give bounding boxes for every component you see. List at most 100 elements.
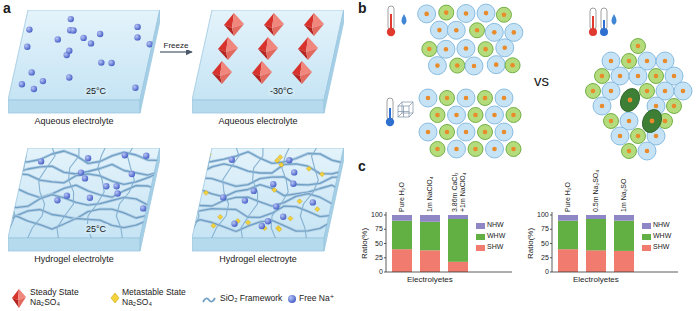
bar-segment [558, 221, 578, 250]
legend-swatch [642, 223, 651, 229]
bar-segment [392, 215, 412, 221]
legend-swatch [642, 245, 651, 251]
tick [550, 257, 552, 258]
electrolyte-slab: Aqueous electrolyte25°C [8, 10, 160, 129]
tick-label: 0 [379, 268, 383, 276]
water-molecule [477, 4, 495, 22]
bar-segment [586, 215, 606, 219]
water-molecule [468, 142, 483, 157]
slab-side [324, 11, 344, 114]
slab-content [192, 148, 344, 240]
slab-front [8, 238, 140, 251]
tick [550, 243, 552, 244]
water-molecule [487, 56, 505, 74]
legend-text: SiO₂ Framework [220, 294, 282, 304]
tick-label: 75 [375, 225, 383, 233]
category-label: 1m Na₂SO [620, 179, 628, 212]
water-molecule [496, 7, 511, 22]
slab-shape [8, 10, 160, 114]
water-molecule [674, 82, 692, 100]
bar-segment [448, 219, 468, 262]
bar-segment [586, 219, 606, 250]
category-label: 0.5m Na₂SO₄ [592, 170, 600, 212]
water-molecule [611, 127, 629, 145]
tick [384, 243, 386, 244]
y-axis [552, 212, 553, 272]
water-molecule [505, 58, 520, 73]
legend-text: Steady State Na₂SO₄ [30, 288, 92, 308]
water-molecule [457, 123, 475, 141]
thermometer-icons [386, 6, 617, 126]
slab-shape [8, 148, 160, 252]
slab-front [192, 238, 324, 251]
bar-segment [448, 215, 468, 219]
legend-swatch [476, 245, 485, 251]
water-molecule [622, 144, 637, 159]
water-molecule [468, 108, 483, 123]
electrolyte-slab: Hydrogel electroyte [192, 148, 344, 267]
bar-segment [420, 250, 440, 272]
water-molecule [505, 23, 523, 41]
bar-segment [614, 221, 634, 251]
water-molecule [419, 89, 437, 107]
bar-segment [586, 250, 606, 272]
tick-label: 25 [541, 254, 549, 262]
panel-label: vs [534, 72, 549, 89]
water-molecule [450, 58, 465, 73]
tick-label: 25 [375, 254, 383, 262]
tick [384, 229, 386, 230]
slab-content [19, 16, 153, 92]
water-molecule [447, 21, 465, 39]
temperature-label: -30°C [268, 86, 295, 96]
panel-label: a [3, 0, 11, 16]
tick [550, 229, 552, 230]
water-molecule [640, 84, 655, 99]
water-molecule [486, 140, 504, 158]
water-molecule [485, 23, 503, 41]
slab-top [192, 10, 344, 100]
slab-caption: Aqueous electrolyte [8, 116, 140, 126]
slab-top [8, 10, 160, 100]
slab-front [192, 100, 324, 113]
tick [384, 215, 386, 216]
hydrated-ion [617, 85, 643, 114]
legend-samples [12, 289, 296, 308]
bar-segment [392, 249, 412, 272]
category-label: Pure H₂O [398, 182, 406, 212]
y-axis [386, 212, 387, 272]
category-label: 1m NaClO₄ [426, 176, 434, 212]
slab-side [140, 149, 160, 252]
electrolyte-slab: Aqueous electrolyte-30°C [192, 10, 344, 129]
water-molecule [496, 39, 514, 57]
tick-label: 0 [545, 268, 549, 276]
legend-text: SHW [653, 243, 669, 251]
bar-segment [420, 222, 440, 251]
water-molecule [448, 140, 466, 158]
legend-text: Metastable State Na₂SO₄ [122, 288, 194, 308]
legend-text: Free Na⁺ [299, 294, 334, 304]
water-molecule [667, 99, 682, 114]
bar-segment [614, 215, 634, 221]
water-molecule [604, 114, 619, 129]
hydrated-ion [639, 106, 665, 135]
water-molecule [593, 97, 611, 115]
water-molecule [430, 21, 448, 39]
water-molecule [631, 129, 646, 144]
water-molecule [470, 23, 485, 38]
water-molecule [631, 39, 646, 54]
freeze-arrow [160, 51, 192, 52]
bar-segment [614, 251, 634, 272]
tick-label: 75 [541, 225, 549, 233]
water-molecule [437, 40, 455, 58]
temperature-label: 25°C [84, 224, 108, 234]
bar-segment [420, 215, 440, 222]
electrolyte-slab: Hydrogel electrolyte25°C [8, 148, 160, 267]
tick [550, 272, 552, 273]
tick-label: 100 [371, 211, 383, 219]
panel-label: b [358, 0, 367, 16]
water-molecule [649, 69, 664, 84]
water-molecule [418, 5, 436, 23]
legend-text: SHW [487, 243, 503, 251]
axis-title: Ratio(%) [526, 228, 535, 259]
water-molecule [506, 142, 521, 157]
